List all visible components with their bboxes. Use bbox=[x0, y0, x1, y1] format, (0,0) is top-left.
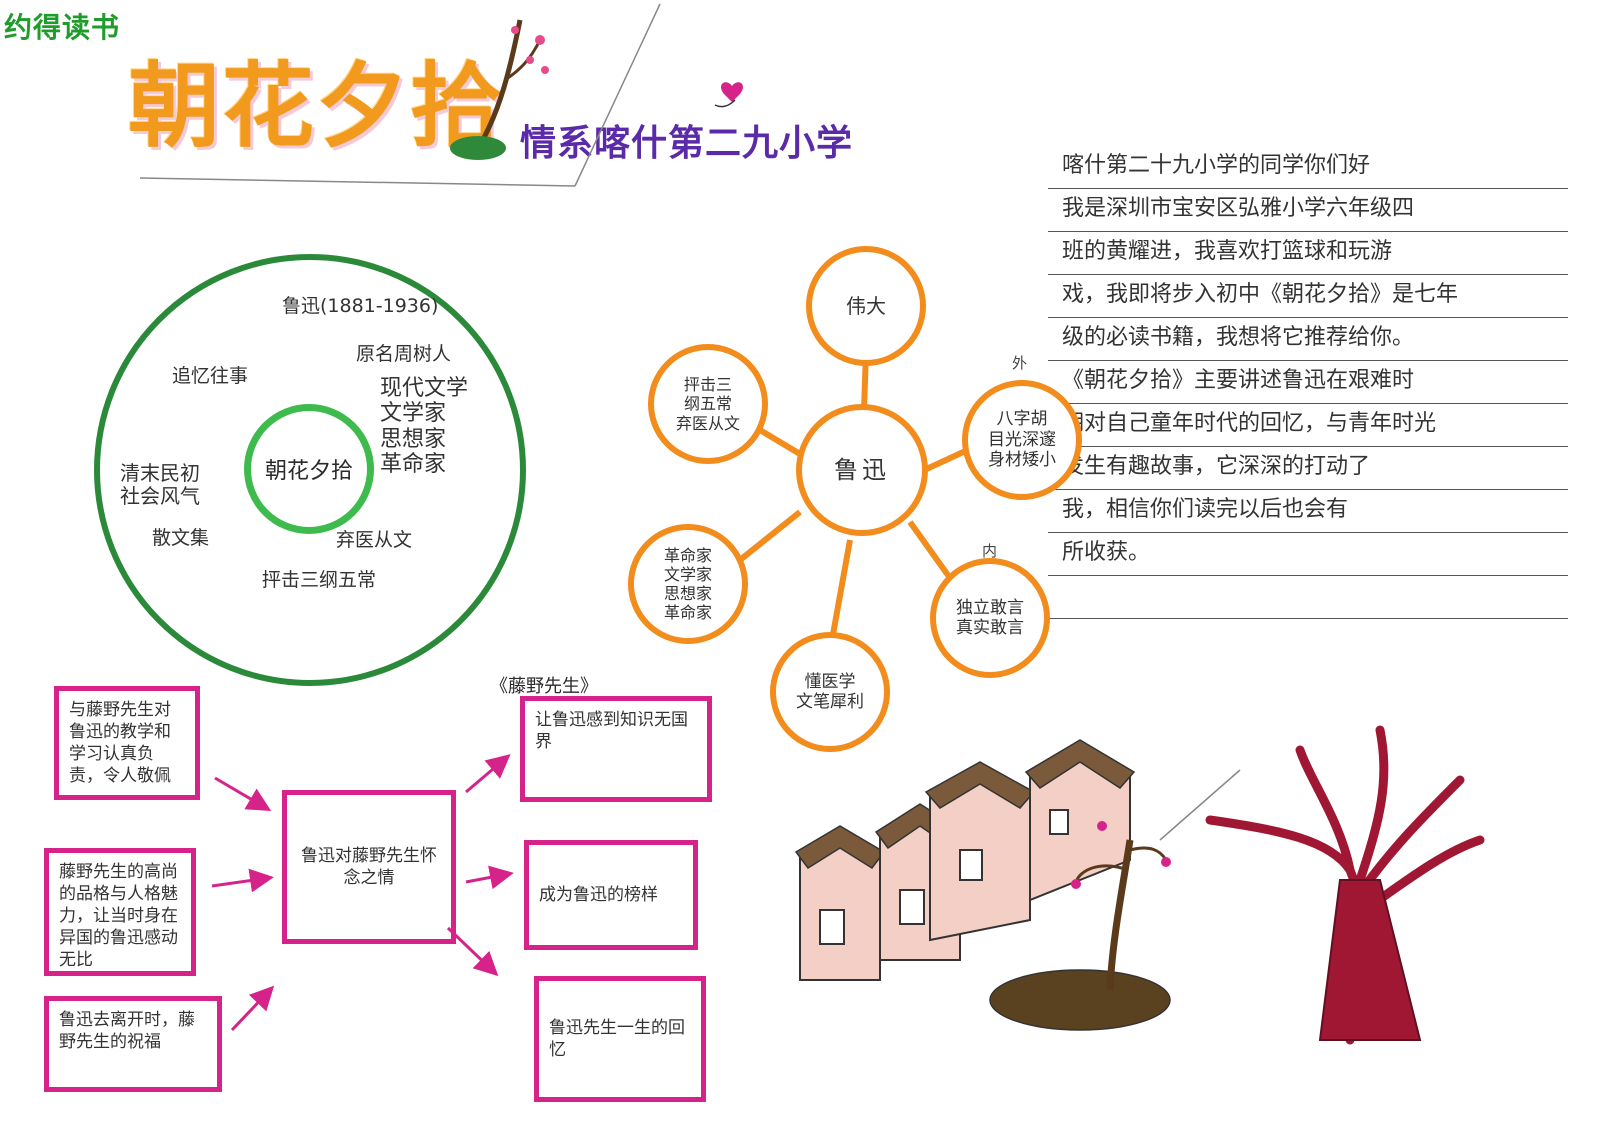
mindmap-node-beliefs: 抨击三 纲五常 弃医从文 bbox=[648, 344, 768, 464]
plant-stem bbox=[477, 19, 523, 147]
header-decoration bbox=[139, 3, 743, 187]
circle-memoir: 追忆往事 bbox=[172, 365, 249, 387]
letter-line: 所收获。 bbox=[1048, 533, 1568, 576]
circle-against: 抨击三纲五常 bbox=[262, 569, 377, 591]
mindmap-note-outer: 外 bbox=[1012, 354, 1028, 372]
letter-line: 喀什第二十九小学的同学你们好 bbox=[1048, 146, 1568, 189]
page-title: 朝花夕拾 bbox=[128, 53, 505, 160]
blossom-icon bbox=[511, 26, 519, 34]
flow-arrows bbox=[211, 754, 514, 1032]
red-tree-icon bbox=[1205, 725, 1485, 1045]
arrow-icon bbox=[214, 776, 272, 812]
letter-line: 《朝花夕拾》主要讲述鲁迅在艰难时 bbox=[1048, 361, 1568, 404]
small-tree-icon bbox=[989, 821, 1171, 1031]
arrow-icon bbox=[446, 926, 499, 977]
arrow-icon bbox=[465, 865, 514, 890]
letter-line: 班的黄耀进，我喜欢打篮球和玩游 bbox=[1048, 232, 1568, 275]
book-circle bbox=[94, 254, 526, 686]
letter-line: 我，相信你们读完以后也会有 bbox=[1048, 490, 1568, 533]
mindmap-node-character: 独立敢言 真实敢言 bbox=[930, 558, 1050, 678]
connector-line bbox=[758, 427, 802, 457]
house-group-icon bbox=[794, 739, 1136, 981]
flow-cause-box: 鲁迅去离开时，藤野先生的祝福 bbox=[44, 996, 222, 1092]
mindmap-note-inner: 内 bbox=[982, 542, 998, 560]
arrow-icon bbox=[465, 754, 511, 794]
mindmap-node-skills: 懂医学 文笔犀利 bbox=[770, 632, 890, 752]
book-circle-center: 朝花夕拾 bbox=[244, 404, 374, 534]
blossom-icon bbox=[526, 56, 534, 64]
arrow-icon bbox=[230, 985, 275, 1032]
flow-center-box: 鲁迅对藤野先生怀念之情 bbox=[282, 790, 456, 944]
circle-author: 鲁迅(1881-1936) bbox=[282, 295, 439, 317]
mindmap-center-node: 鲁迅 bbox=[796, 404, 928, 536]
header-underline bbox=[139, 177, 576, 187]
connector-line bbox=[738, 509, 802, 563]
flow-cause-box: 藤野先生的高尚的品格与人格魅力，让当时身在异国的鲁迅感动无比 bbox=[44, 848, 196, 976]
plant-branch bbox=[504, 39, 542, 82]
village-illustration bbox=[794, 725, 1485, 1045]
circle-anti-feudal: 弃医从文 bbox=[336, 529, 413, 551]
circle-era: 清末民初 社会风气 bbox=[120, 461, 200, 508]
blossom-icon bbox=[535, 35, 545, 45]
circle-roles: 现代文学 文学家 思想家 革命家 bbox=[380, 376, 469, 477]
letter-block: 喀什第二十九小学的同学你们好 我是深圳市宝安区弘雅小学六年级四 班的黄耀进，我喜… bbox=[1048, 146, 1568, 619]
mindmap-node-great: 伟大 bbox=[806, 246, 926, 366]
letter-line: 期对自己童年时代的回忆，与青年时光 bbox=[1048, 404, 1568, 447]
blossom-icon bbox=[541, 66, 549, 74]
plant-grass-icon bbox=[450, 136, 506, 160]
letter-line: 戏，我即将步入初中《朝花夕拾》是七年 bbox=[1048, 275, 1568, 318]
page-subtitle: 情系喀什第二九小学 bbox=[520, 123, 854, 164]
letter-line bbox=[1048, 576, 1568, 619]
header-slant-line bbox=[574, 3, 661, 187]
circle-orig-name: 原名周树人 bbox=[356, 343, 452, 365]
circle-genre: 散文集 bbox=[152, 527, 210, 549]
flow-cause-box: 与藤野先生对鲁迅的教学和学习认真负责，令人敬佩 bbox=[54, 686, 200, 800]
arrow-icon bbox=[211, 868, 274, 893]
heart-icon bbox=[721, 82, 743, 102]
connector-line bbox=[907, 520, 953, 580]
flow-heading: 《藤野先生》 bbox=[490, 676, 598, 697]
mindmap-node-roles: 革命家 文学家 思想家 革命家 bbox=[628, 524, 748, 644]
mindmap-node-appearance: 八字胡 目光深邃 身材矮小 bbox=[962, 380, 1082, 500]
letter-line: 发生有趣故事，它深深的打动了 bbox=[1048, 447, 1568, 490]
brand-label: 约得读书 bbox=[4, 11, 121, 44]
connector-line bbox=[829, 539, 853, 641]
flow-effect-box: 成为鲁迅的榜样 bbox=[524, 840, 698, 950]
letter-line: 级的必读书籍，我想将它推荐给你。 bbox=[1048, 318, 1568, 361]
letter-line: 我是深圳市宝安区弘雅小学六年级四 bbox=[1048, 189, 1568, 232]
flow-effect-box: 让鲁迅感到知识无国界 bbox=[520, 696, 712, 802]
flow-effect-box: 鲁迅先生一生的回忆 bbox=[534, 976, 706, 1102]
